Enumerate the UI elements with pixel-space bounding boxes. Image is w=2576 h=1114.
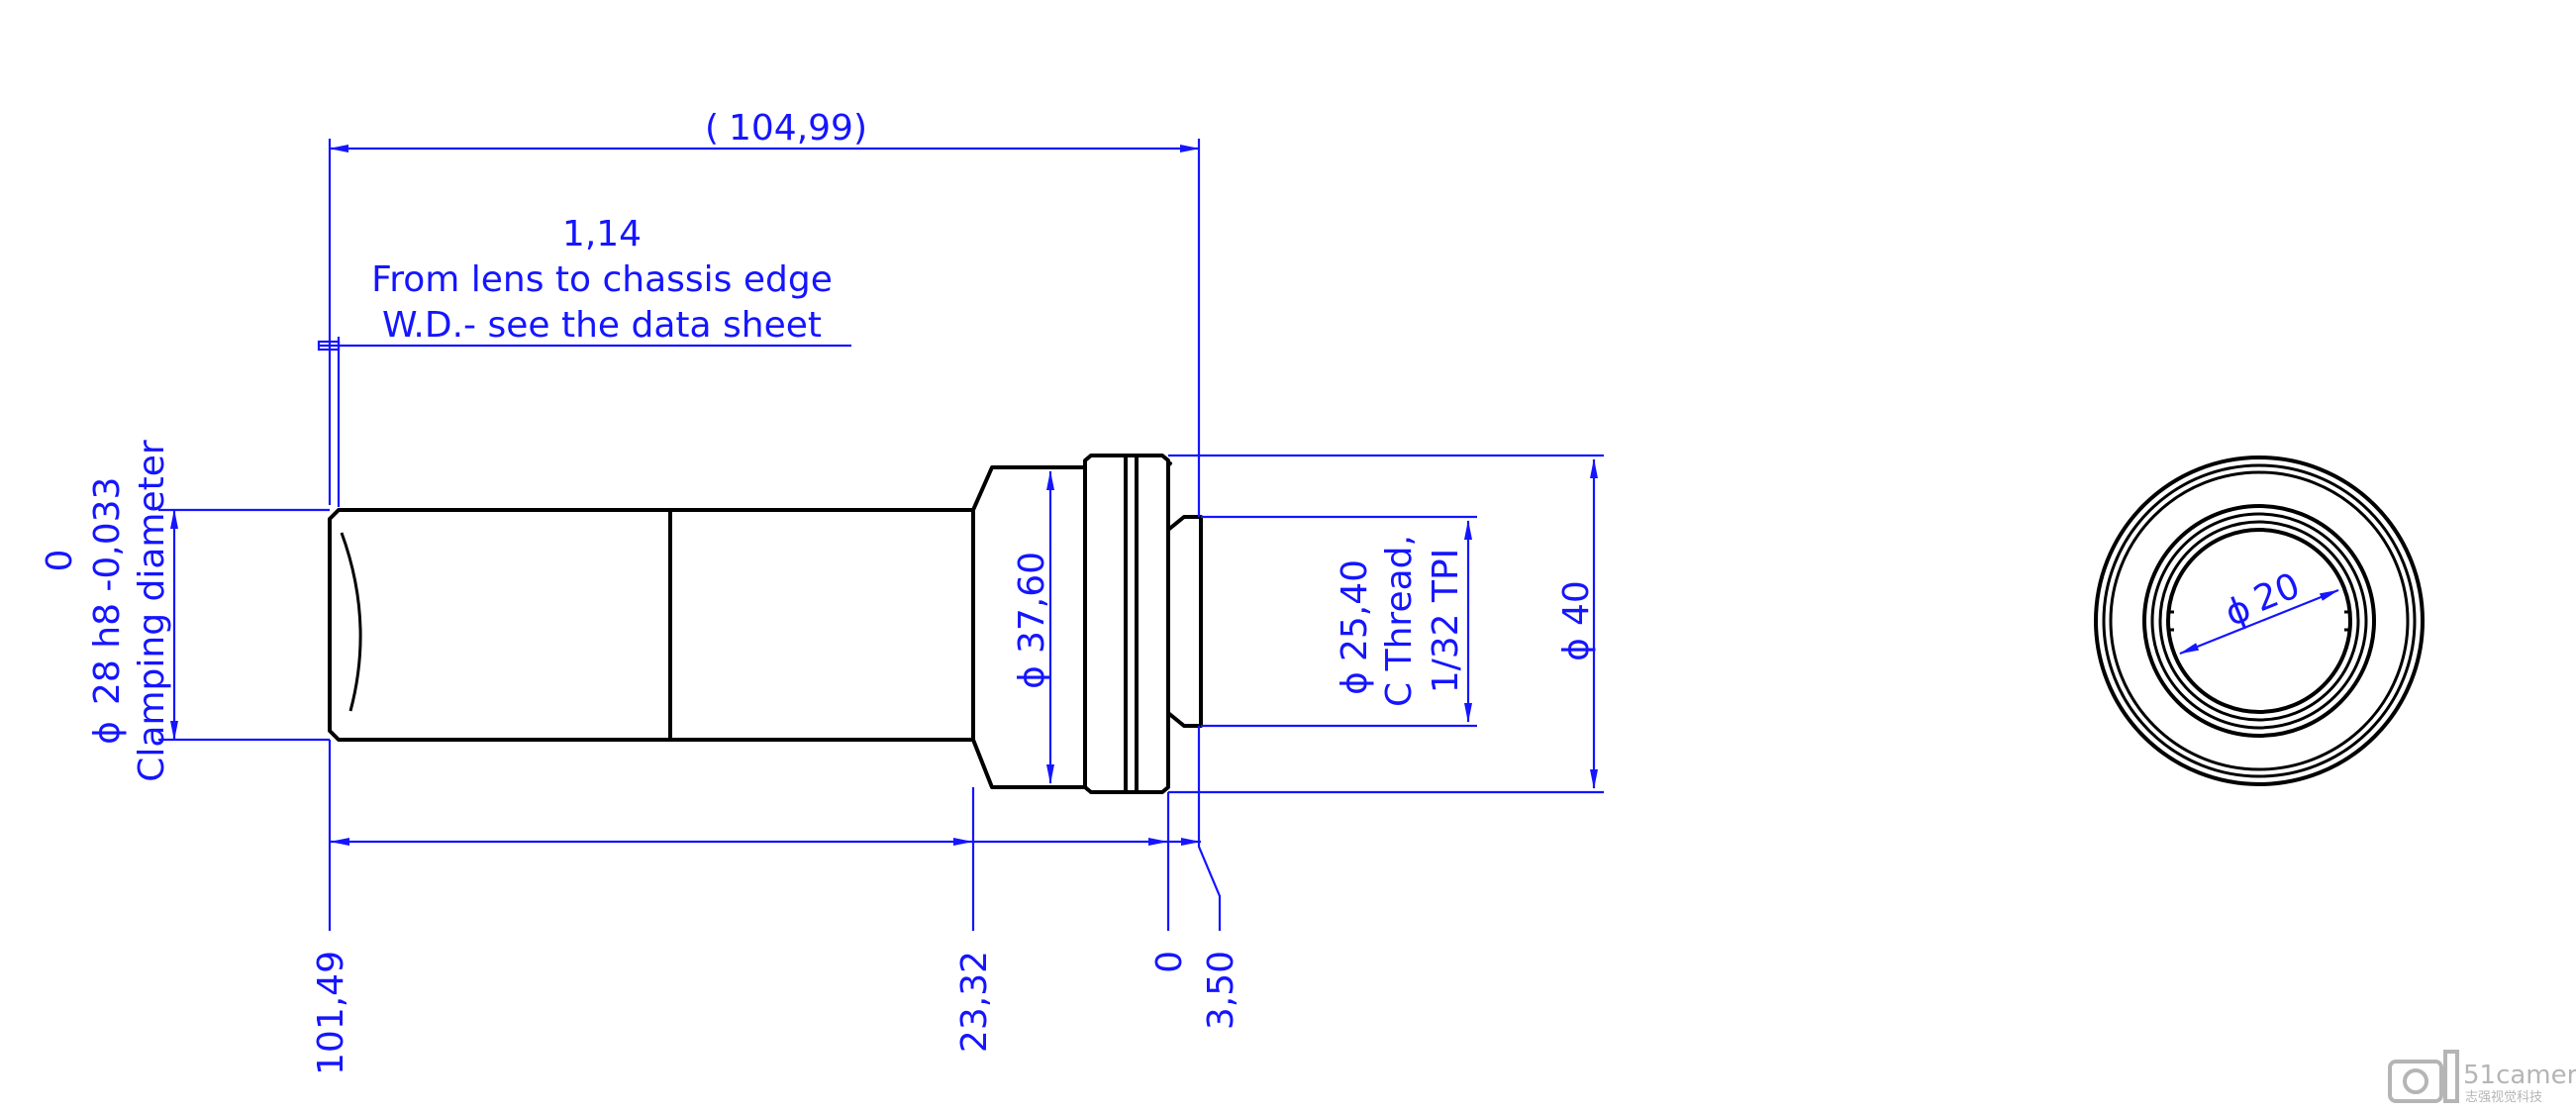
clamp-note-line1: From lens to chassis edge [371,259,833,300]
c-thread-dia-symbol: ϕ [1335,671,1375,695]
watermark-brand: 51camera [2463,1061,2576,1090]
clamp-tolerance-upper: 0 [40,550,80,572]
overall-length-open-paren: ( [705,108,719,149]
end-view-dia-symbol: ϕ [2220,588,2256,635]
dia-40-symbol: ϕ [1556,638,1597,661]
ordinate-0: 0 [1149,951,1190,973]
clamp-note-value: 1,14 [562,214,642,254]
dia-40-value: 40 [1556,580,1597,626]
dia-37-symbol: ϕ [1012,665,1052,689]
mount-ring [1083,454,1170,794]
ordinate-23-32: 23,32 [954,951,995,1053]
clamp-diameter-value: 28 h8 -0,033 [87,477,128,705]
lens-barrel [328,508,975,742]
clamp-diameter-symbol: ϕ [87,721,128,745]
clamp-diameter-label: Clamping diameter [132,440,172,782]
watermark-logo: 51camera 志强视觉科技 [2388,1050,2576,1105]
lens-side-view [328,454,1203,794]
front-lens-curve [340,532,362,712]
ordinate-3-50: 3,50 [1201,951,1241,1030]
overall-length-close-paren: ) [853,108,867,149]
flange [1166,461,1172,782]
dimensions: ( 104,99 ) 1,14 From lens to chassis edg… [40,108,1604,1075]
ordinate-101-49: 101,49 [311,951,351,1075]
c-thread-pitch: 1/32 TPI [1426,549,1466,694]
c-thread-stub [1166,515,1203,728]
c-thread-type: C Thread, [1379,535,1420,707]
overall-length-value: 104,99 [729,108,853,149]
end-view-dia-value: 20 [2248,565,2306,620]
dia-37-value: 37,60 [1012,552,1052,654]
lens-end-view: ϕ 20 [2094,456,2425,786]
watermark-subtitle: 志强视觉科技 [2465,1090,2542,1105]
clamp-note-line2: W.D.- see the data sheet [382,305,822,346]
c-thread-dia-value: 25,40 [1335,559,1375,661]
camera-logo-icon [2388,1050,2459,1103]
